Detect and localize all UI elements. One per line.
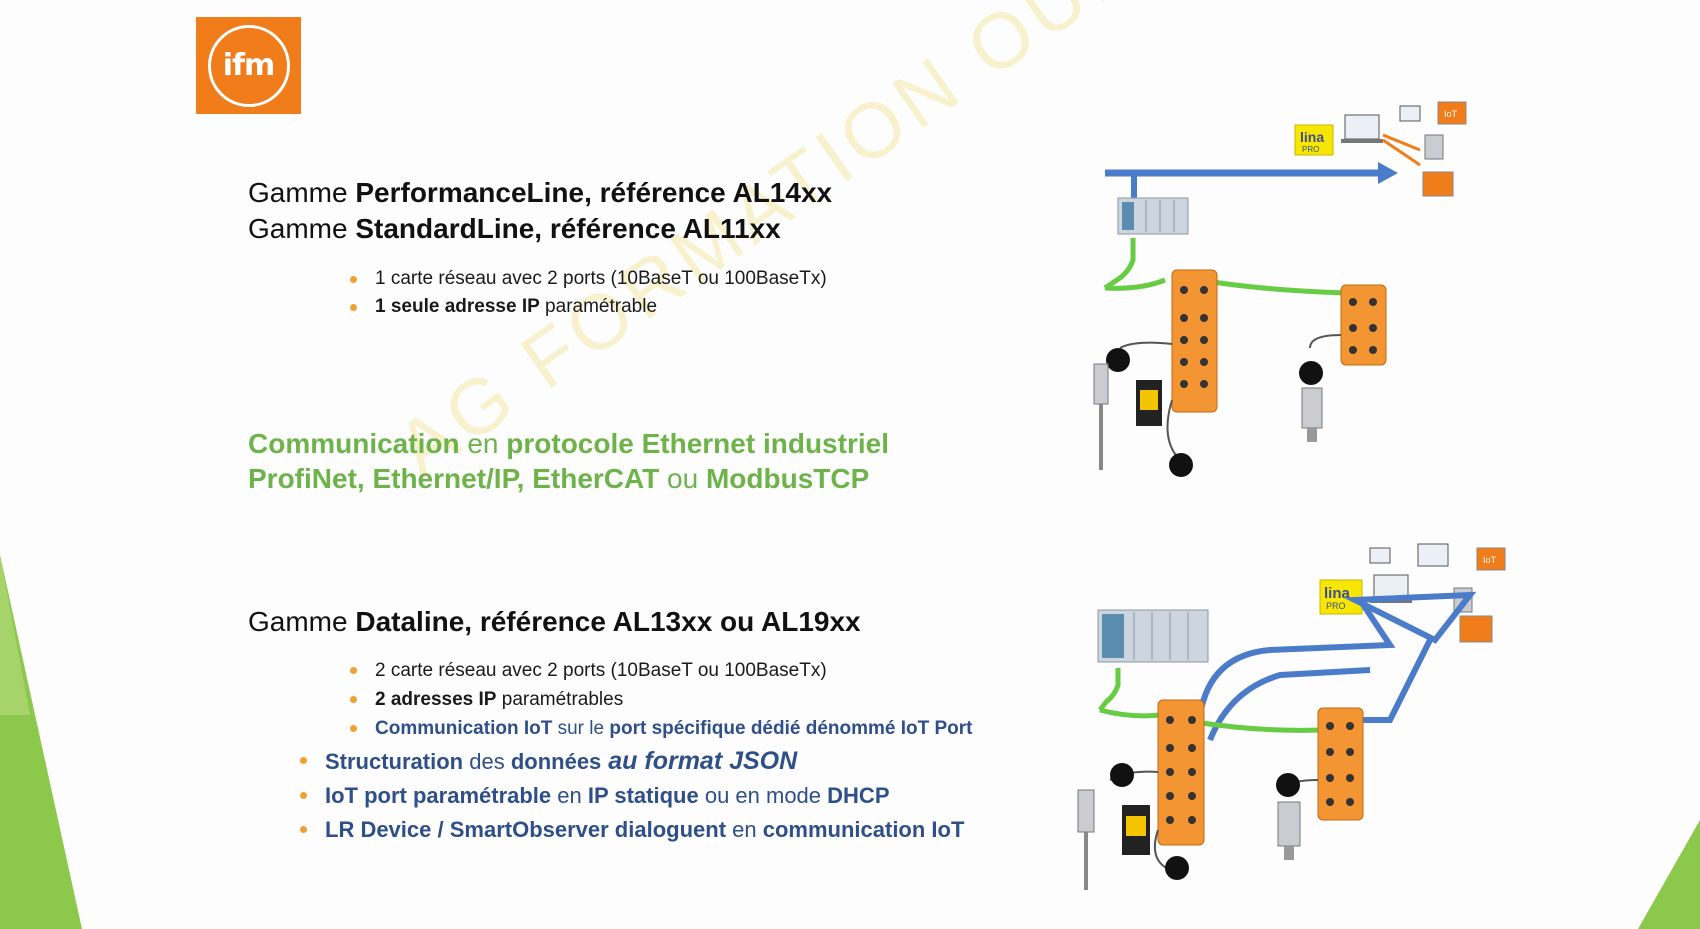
bullet-text: sur le: [552, 718, 610, 739]
blue-arrow: [1105, 162, 1398, 198]
bullet-dot: [350, 725, 357, 732]
section2-bullets: 2 carte réseau avec 2 ports (10BaseT ou …: [350, 656, 973, 743]
feature-bold: LR Device / SmartObserver dialoguent: [325, 817, 727, 842]
list-item: Structuration des données au format JSON: [300, 744, 964, 779]
io-module-large: [1157, 699, 1205, 846]
bullet-dot: [350, 276, 357, 283]
bullet-dot: [350, 696, 357, 703]
feature-bold: Structuration: [325, 749, 464, 774]
io-module-large: [1171, 269, 1218, 413]
lina-sub: PRO: [1302, 145, 1319, 154]
section2-features: Structuration des données au format JSON…: [300, 744, 964, 847]
bullet-dot: [300, 792, 307, 799]
list-item: Communication IoT sur le port spécifique…: [350, 714, 973, 743]
green-cables: [1103, 238, 1346, 296]
feature-bold: communication IoT: [762, 817, 965, 842]
communication-line-1: Communication en protocole Ethernet indu…: [248, 428, 889, 460]
heading-standardline: Gamme StandardLine, référence AL11xx: [248, 213, 781, 245]
bullet-dot: [350, 667, 357, 674]
comm-bold: Communication: [248, 428, 460, 459]
heading-prefix: Gamme: [248, 213, 356, 244]
heading-dataline: Gamme Dataline, référence AL13xx ou AL19…: [248, 606, 861, 638]
bullet-text: paramétrable: [539, 296, 658, 317]
logo-text: ifm: [222, 48, 276, 83]
heading-performanceline: Gamme PerformanceLine, référence AL14xx: [248, 177, 832, 209]
bullet-bold: 1 seule adresse IP: [375, 296, 540, 317]
comm-bold: ProfiNet, Ethernet/IP, EtherCAT: [248, 463, 660, 494]
iot-label: IoT: [1444, 109, 1458, 119]
comm-normal: en: [459, 428, 507, 459]
bullet-text: 1 carte réseau avec 2 ports (10BaseT ou …: [375, 268, 827, 289]
bullet-dot: [300, 826, 307, 833]
network-diagram-bottom: lina PRO IoT: [1077, 543, 1506, 890]
green-corner-left-light: [0, 555, 30, 715]
list-item: 2 adresses IP paramétrables: [350, 685, 973, 714]
communication-line-2: ProfiNet, Ethernet/IP, EtherCAT ou Modbu…: [248, 463, 869, 495]
plc-controller: [1117, 197, 1189, 235]
feature-bold: données: [510, 749, 602, 774]
lina-label: lina: [1324, 585, 1350, 602]
comm-bold: ModbusTCP: [705, 463, 870, 494]
bullet-text: 2 carte réseau avec 2 ports (10BaseT ou …: [375, 660, 827, 681]
io-module-small: [1340, 284, 1387, 366]
feature-text: en: [726, 817, 763, 842]
bullet-dot: [300, 757, 307, 764]
feature-text: ou en mode: [698, 783, 828, 808]
feature-bold: IP statique: [587, 783, 699, 808]
list-item: 1 seule adresse IP paramétrable: [350, 293, 827, 321]
bullet-dot: [350, 304, 357, 311]
list-item: LR Device / SmartObserver dialoguent en …: [300, 813, 964, 847]
feature-bold: IoT port paramétrable: [325, 783, 552, 808]
comm-bold: protocole Ethernet industriel: [506, 428, 889, 459]
iot-label: IoT: [1483, 555, 1497, 565]
sensors: [1093, 334, 1342, 477]
list-item: 2 carte réseau avec 2 ports (10BaseT ou …: [350, 656, 973, 685]
blue-iot-arrows: [1197, 591, 1477, 742]
section1-bullets: 1 carte réseau avec 2 ports (10BaseT ou …: [350, 265, 827, 321]
heading-bold: StandardLine, référence AL11xx: [355, 213, 781, 244]
sensors: [1077, 763, 1319, 890]
ifm-logo: ifm: [196, 17, 301, 114]
bullet-bold: 2 adresses IP: [375, 689, 497, 710]
bullet-bold: Communication IoT: [375, 718, 553, 739]
green-cables: [1098, 668, 1321, 733]
feature-text: des: [463, 749, 511, 774]
plc-controller: [1097, 609, 1209, 663]
heading-bold: PerformanceLine, référence AL14xx: [355, 177, 833, 208]
cloud-and-pcs: lina PRO IoT: [1319, 543, 1506, 643]
bullet-text: paramétrables: [496, 689, 624, 710]
lina-label: lina: [1300, 129, 1324, 145]
comm-normal: ou: [659, 463, 706, 494]
logo-ring: ifm: [207, 24, 290, 107]
network-diagram-top: lina PRO IoT: [1093, 101, 1467, 477]
lina-sub: PRO: [1326, 601, 1346, 611]
heading-prefix: Gamme: [248, 177, 356, 208]
feature-italic: au format JSON: [601, 747, 798, 775]
feature-text: en: [551, 783, 588, 808]
feature-bold: DHCP: [827, 783, 890, 808]
io-module-small: [1317, 707, 1364, 821]
cloud-and-pcs: lina PRO IoT: [1294, 101, 1467, 197]
list-item: IoT port paramétrable en IP statique ou …: [300, 779, 964, 813]
bullet-bold: port spécifique dédié dénommé IoT Port: [609, 718, 973, 739]
green-corner-right: [1638, 820, 1700, 929]
heading-bold: Dataline, référence AL13xx ou AL19xx: [355, 606, 861, 637]
list-item: 1 carte réseau avec 2 ports (10BaseT ou …: [350, 265, 827, 293]
heading-prefix: Gamme: [248, 606, 356, 637]
